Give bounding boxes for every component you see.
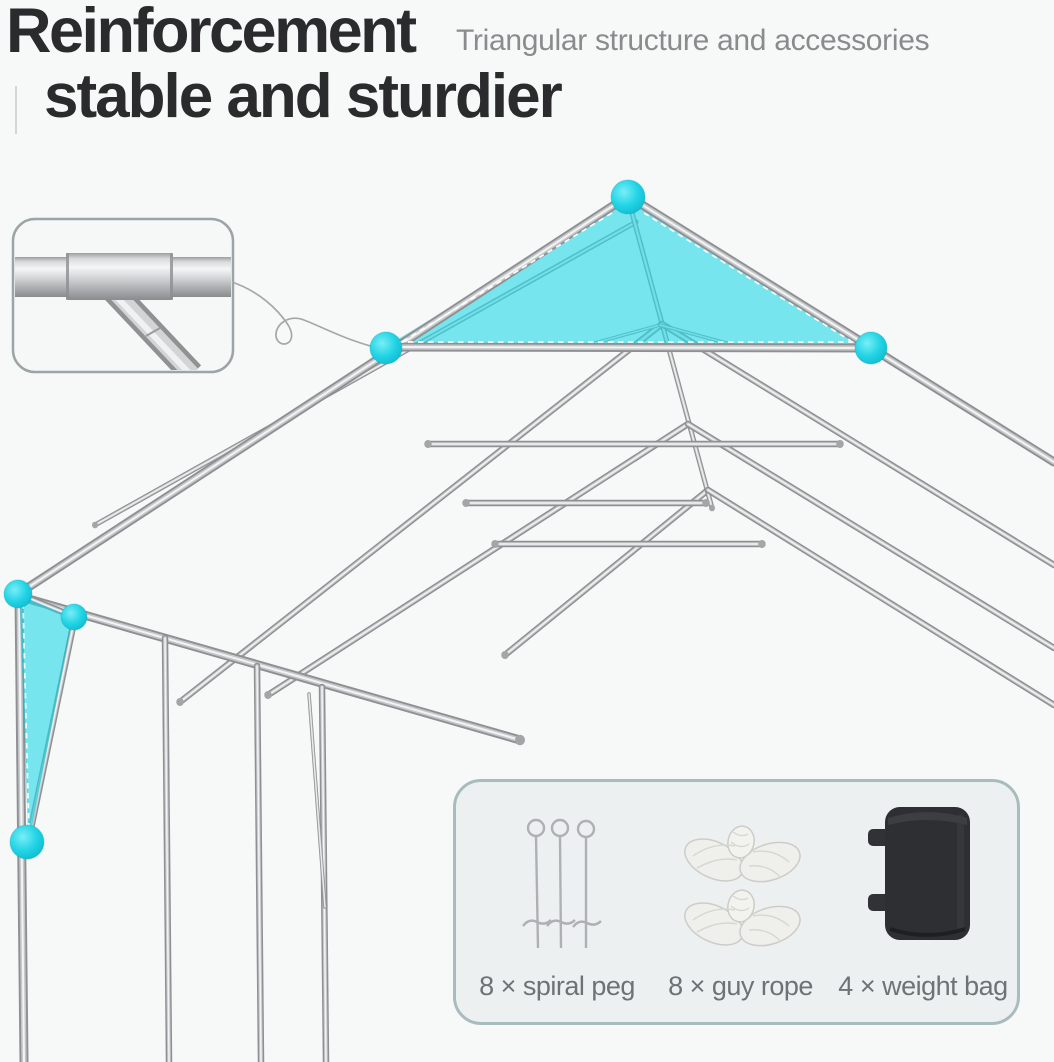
accessory-item-weight-bag: 4 × weight bag [823, 782, 1023, 1022]
frame-tube [264, 420, 692, 699]
cyan-joint-dot [60, 603, 88, 631]
page-subtitle: Triangular structure and accessories [456, 24, 930, 57]
page-title-line2: stable and sturdier [44, 62, 563, 131]
frame-tube [377, 342, 876, 353]
tube-end-cap [491, 539, 499, 549]
stitch-line [22, 602, 30, 834]
tube-end-cap [501, 650, 509, 660]
rope-hank [684, 825, 801, 947]
frame-tube [684, 420, 1054, 652]
stitch-lines [22, 212, 855, 834]
frame-tube [704, 486, 1054, 709]
tube-end-cap [702, 498, 710, 508]
frame-tube [501, 486, 712, 659]
stitch-line [399, 212, 613, 344]
accessory-item-spiral-peg: 8 × spiral peg [456, 782, 658, 1022]
weight-bag-icon [868, 807, 970, 940]
tube-end-cap [176, 697, 184, 707]
inset-diagonal-pipe [103, 281, 202, 370]
roof-peak-triangle-highlight [387, 198, 866, 346]
joint-dots [3, 179, 888, 860]
accessories-panel: 8 × spiral peg [453, 779, 1020, 1025]
cyan-joint-dot [9, 824, 45, 860]
accessory-label: 8 × spiral peg [479, 971, 635, 1001]
cyan-joint-dot [3, 579, 33, 609]
frame-tube [307, 692, 327, 909]
frame-tube [253, 662, 265, 1062]
frame-tube [623, 191, 1054, 467]
frame-front-tubes [13, 191, 1054, 599]
cyan-joint-dot [610, 179, 646, 215]
accessory-label: 8 × guy rope [668, 971, 813, 1001]
stitch-line [643, 212, 852, 342]
title-divider-line [15, 86, 17, 134]
accessory-label: 4 × weight bag [838, 971, 1008, 1001]
tube-end-cap [424, 439, 432, 449]
frame-tube [161, 634, 173, 1062]
frame-tube [13, 191, 633, 599]
guy-rope-icon [684, 825, 801, 947]
tube-end-cap [92, 521, 98, 529]
frame-tube [658, 320, 1054, 569]
cyan-joint-dot [369, 331, 403, 365]
frame-tube [24, 613, 79, 847]
tube-end-cap [709, 504, 715, 512]
inset-sleeve-connector [66, 253, 173, 300]
page-title-line1: Reinforcement [6, 0, 417, 66]
corner-brace-triangle-highlight [19, 594, 73, 841]
tube-end-cap [264, 690, 272, 700]
tube-end-cap [836, 439, 844, 449]
frame-tube [176, 320, 666, 706]
accessory-item-guy-rope: 8 × guy rope [658, 782, 823, 1022]
tube-end-cap [462, 498, 470, 508]
cyan-joint-dot [854, 331, 888, 365]
frame-tube [13, 591, 525, 745]
pipe-joint-inset [11, 217, 235, 374]
tube-end-cap [515, 734, 525, 746]
tube-end-cap [758, 539, 766, 549]
callout-connector-line [231, 281, 375, 348]
spiral-peg-icon [522, 818, 602, 949]
